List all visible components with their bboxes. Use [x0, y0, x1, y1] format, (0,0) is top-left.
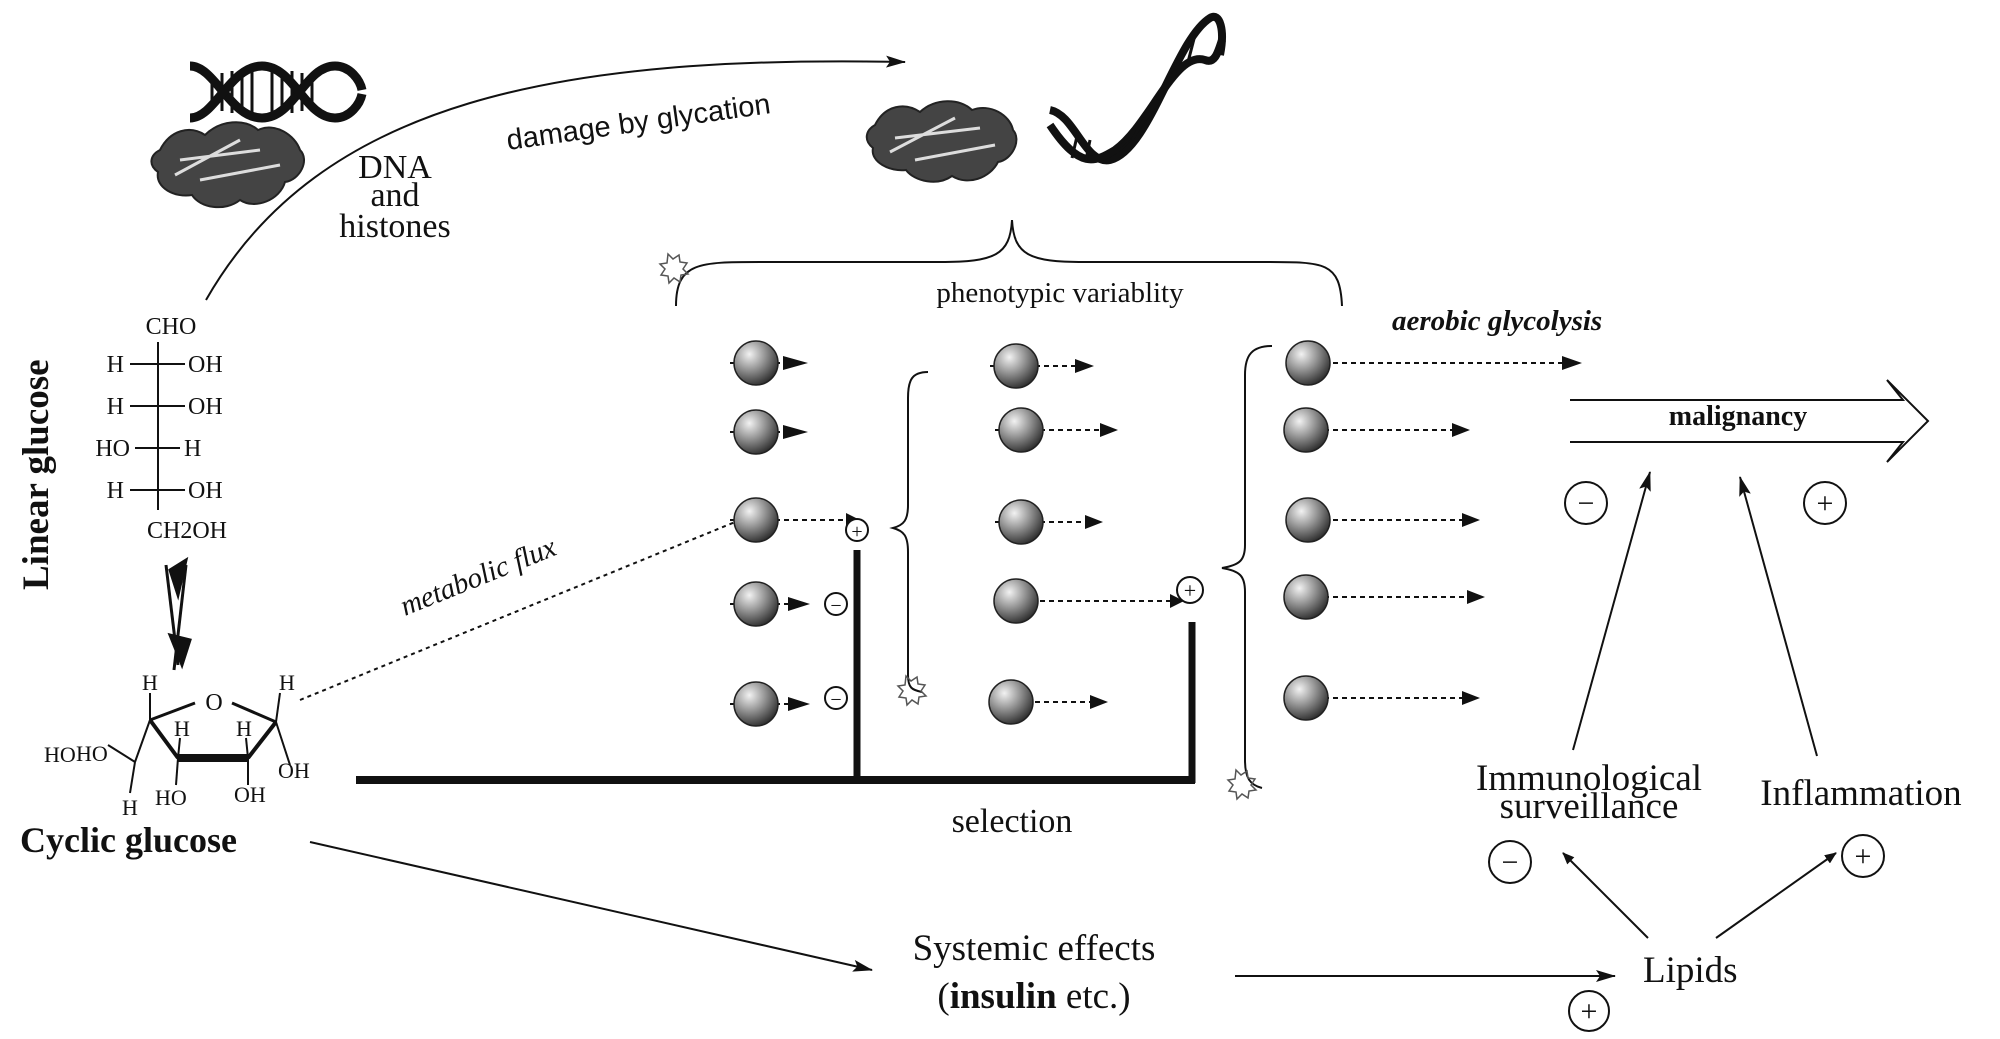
svg-text:+: +	[1581, 995, 1598, 1028]
lipids-to-inflammation-arrow	[1715, 852, 1837, 939]
immuno-to-malignancy-arrow	[1572, 471, 1651, 751]
systemic-label-line1: Systemic effects	[913, 928, 1156, 969]
immuno-label-line1: Immunological	[1476, 758, 1702, 799]
ring-oh1: HO	[76, 741, 108, 766]
lipids-to-immuno-arrow	[1562, 852, 1649, 939]
svg-text:+: +	[1817, 487, 1834, 520]
fischer-row1-left: H	[107, 352, 124, 378]
plus-icon-col2: +	[1176, 576, 1204, 604]
systemic-label-line2: (insulin etc.)	[937, 976, 1130, 1017]
fischer-projection: CHO H OH H OH HO H H OH CH2OH	[95, 314, 227, 544]
glycation-arrow	[205, 55, 906, 301]
phenotypic-label: phenotypic variablity	[936, 277, 1184, 309]
fischer-row2-right: OH	[188, 394, 223, 420]
equilibrium-arrows	[164, 556, 192, 671]
plus-icon-inflammation: +	[1841, 834, 1885, 878]
histone-protein-icon-top-left	[150, 121, 305, 209]
glycation-label: damage by glycation	[505, 88, 773, 157]
ring-h5: H	[122, 795, 138, 820]
ring-h1: H	[142, 670, 158, 695]
burst-icon-3	[1226, 768, 1258, 801]
plus-icon-col1: +	[845, 518, 869, 543]
ring-oh3: OH	[278, 758, 310, 783]
and-label: and	[370, 177, 419, 214]
ring-h4: H	[236, 716, 252, 741]
aerobic-glycolysis-label: aerobic glycolysis	[1392, 305, 1602, 337]
cell-column-3	[1283, 340, 1582, 721]
brace-column-3	[1221, 345, 1273, 789]
burst-icon-2	[896, 674, 928, 707]
fischer-top: CHO	[146, 314, 197, 340]
svg-text:−: −	[830, 689, 841, 711]
fischer-bottom: CH2OH	[147, 518, 227, 544]
linear-glucose-label: Linear glucose	[16, 359, 57, 590]
dna-icon-top-middle	[1046, 13, 1226, 165]
plus-icon-malignancy: +	[1803, 481, 1847, 525]
brace-column-2	[889, 371, 929, 693]
svg-text:+: +	[1855, 840, 1872, 873]
fischer-row3-right: H	[184, 436, 201, 462]
fischer-row3-left: HO	[95, 436, 130, 462]
minus-icon-malignancy: −	[1564, 481, 1608, 525]
cell-column-2	[988, 343, 1184, 725]
svg-text:−: −	[1578, 487, 1595, 520]
cyclic-glucose-ring	[107, 692, 291, 794]
minus-icon-col1-b: −	[824, 686, 848, 711]
ring-oh2: HO	[44, 742, 76, 767]
metabolic-flux-label: metabolic flux	[396, 531, 561, 623]
phenotypic-brace	[675, 219, 1343, 307]
ring-oh5: HO	[155, 785, 187, 810]
fischer-row2-left: H	[107, 394, 124, 420]
inflammation-to-malignancy-arrow	[1739, 476, 1818, 757]
ring-oh4: OH	[234, 782, 266, 807]
burst-icon-1	[658, 252, 690, 285]
fischer-row4-right: OH	[188, 478, 223, 504]
cell-column-1	[730, 340, 860, 727]
svg-text:+: +	[1184, 578, 1196, 603]
selection-label: selection	[952, 803, 1073, 840]
svg-text:−: −	[830, 595, 841, 617]
minus-icon-immuno: −	[1488, 840, 1532, 884]
lipids-label: Lipids	[1643, 950, 1738, 991]
svg-text:+: +	[851, 521, 862, 543]
cyclic-to-systemic-arrow	[309, 841, 873, 972]
ring-h3: H	[174, 716, 190, 741]
fischer-row4-left: H	[107, 478, 124, 504]
dna-label: DNA	[358, 149, 432, 186]
fischer-row1-right: OH	[188, 352, 223, 378]
malignancy-arrow	[1570, 379, 1930, 463]
ring-o: O	[205, 690, 222, 716]
svg-text:−: −	[1502, 846, 1519, 879]
minus-icon-col1-a: −	[824, 592, 848, 617]
dna-icon-top-left	[189, 61, 367, 123]
ring-h2: H	[279, 670, 295, 695]
immuno-label-line2: surveillance	[1500, 786, 1679, 827]
malignancy-label: malignancy	[1669, 401, 1807, 432]
histones-label: histones	[339, 208, 450, 245]
inflammation-label: Inflammation	[1760, 773, 1961, 814]
histone-protein-icon-top-middle	[865, 100, 1018, 183]
plus-icon-systemic: +	[1568, 990, 1610, 1032]
cyclic-glucose-label: Cyclic glucose	[20, 820, 237, 860]
